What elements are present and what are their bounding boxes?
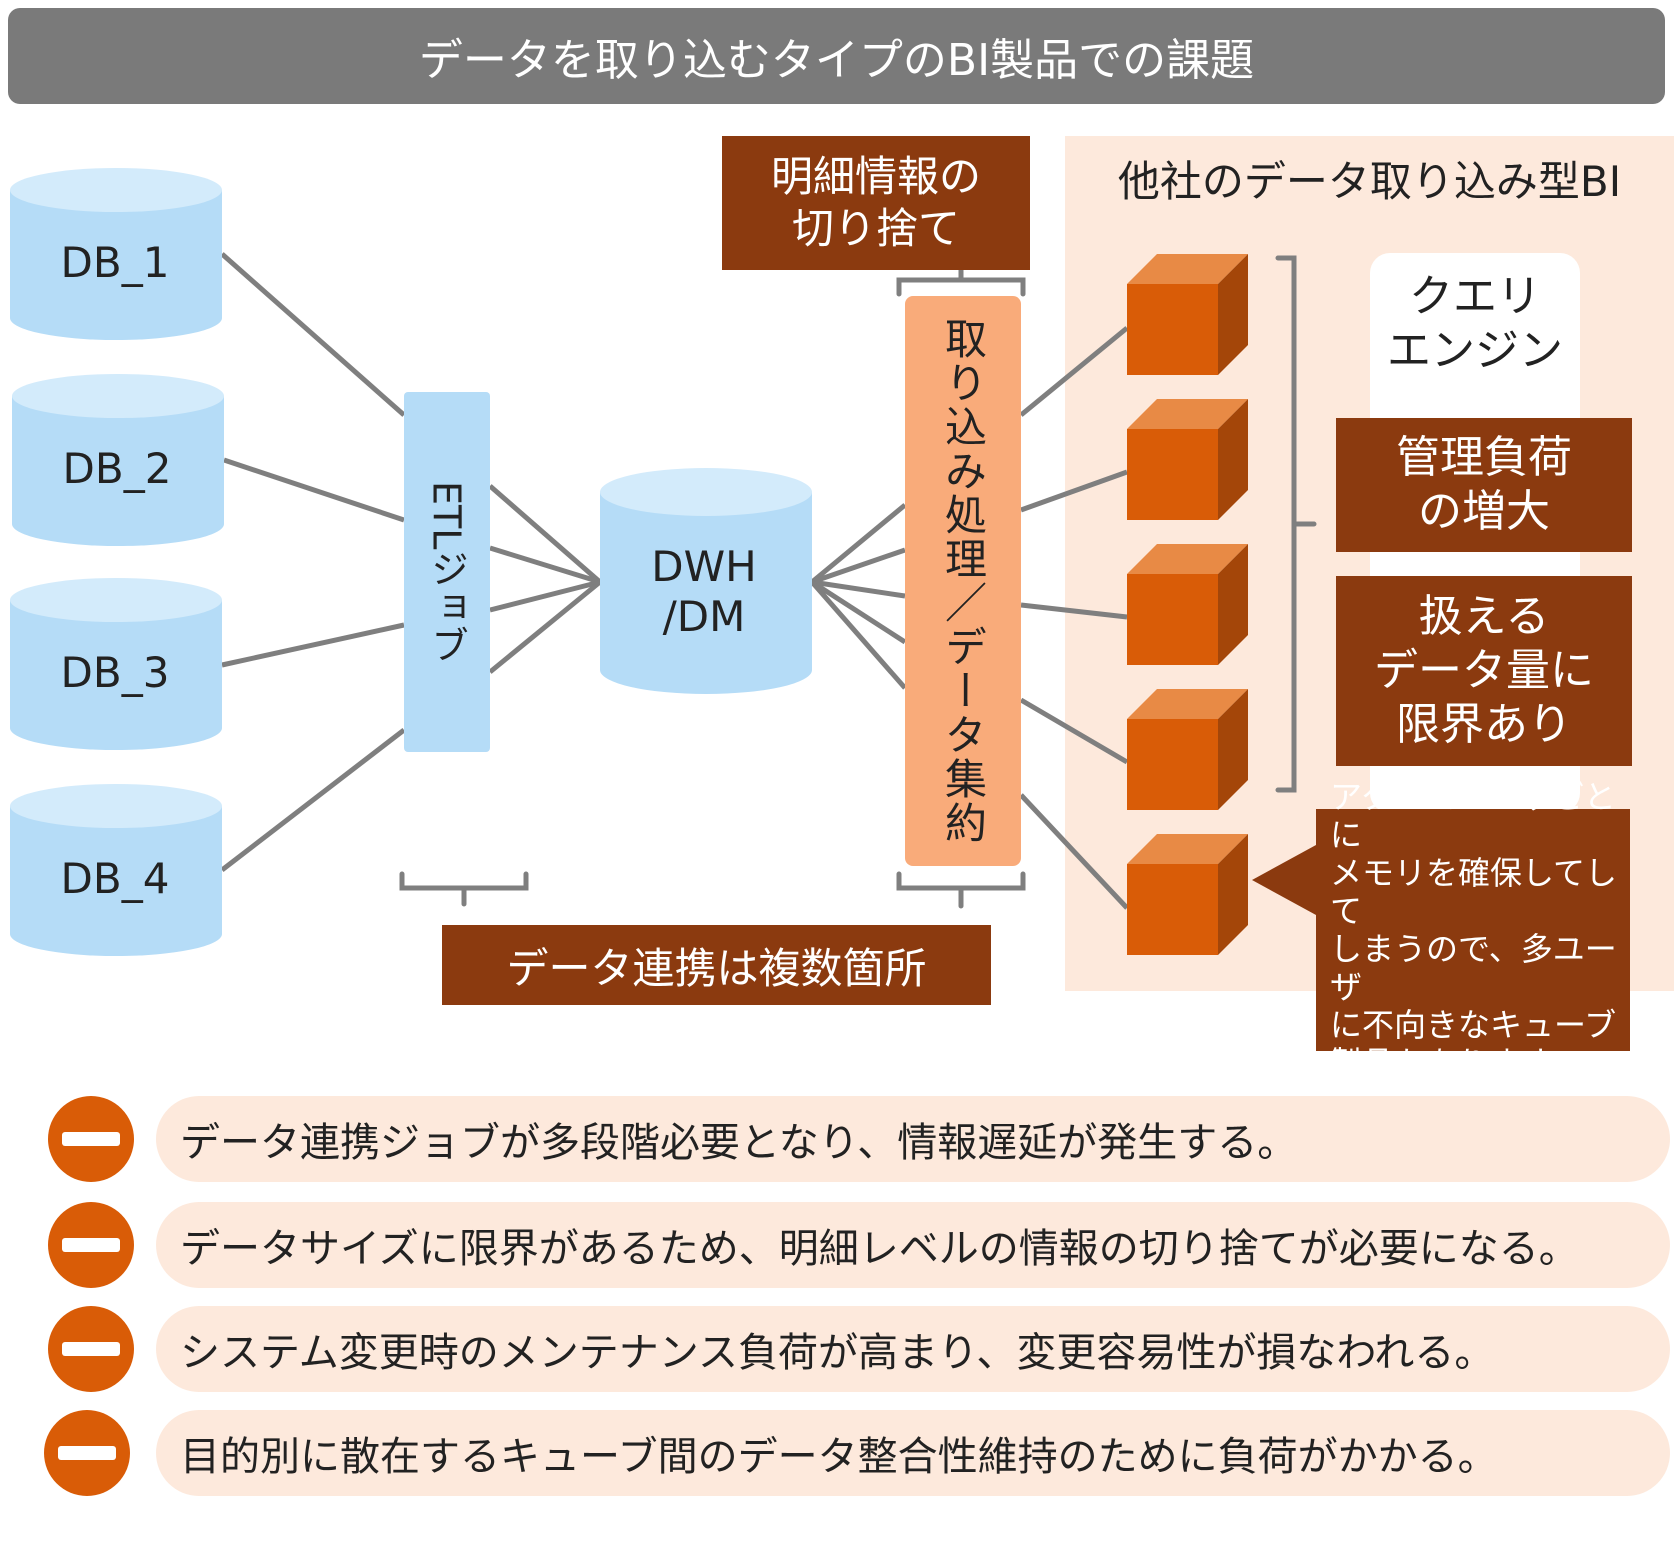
- ingest-process-label: 取り込み処理／データ集約: [938, 317, 988, 845]
- connector-db1: [220, 252, 406, 417]
- query-engine-line-2: エンジン: [1387, 325, 1563, 376]
- process-top-bracket: [896, 267, 1026, 297]
- db-cylinder-2: [12, 374, 224, 546]
- cube-2: [1127, 399, 1248, 520]
- issue-item-4: 目的別に散在するキューブ間のデータ整合性維持のために負荷がかかる。: [156, 1410, 1670, 1496]
- dwh-label: DWH /DM: [598, 542, 810, 642]
- process-cube-connectors: [1019, 326, 1129, 910]
- db-label-2: DB_2: [62, 444, 172, 493]
- etl-dwh-connectors: [488, 484, 602, 674]
- cube-5: [1127, 834, 1248, 955]
- detail-cut-line-2: 切り捨て: [791, 204, 960, 253]
- data-limit-line-1: 扱える: [1418, 591, 1550, 642]
- cube-1: [1127, 254, 1248, 375]
- connector-db3: [221, 622, 405, 668]
- query-engine-line-1: クエリ: [1409, 271, 1541, 322]
- dwh-cylinder: [600, 468, 812, 694]
- db-cylinder-1: [10, 168, 222, 340]
- cubes-bracket: [1275, 255, 1317, 793]
- ingest-process-bar: 取り込み処理／データ集約: [905, 296, 1021, 866]
- db-label-4: DB_4: [60, 854, 170, 903]
- connector-db2: [223, 457, 405, 523]
- query-engine-label: クエリ エンジン: [1370, 270, 1580, 378]
- memory-note-box: アクセスユーザごとに メモリを確保してして しまうので、多ユーザ に不向きなキュ…: [1316, 778, 1630, 1082]
- issue-item-2: データサイズに限界があるため、明細レベルの情報の切り捨てが必要になる。: [156, 1202, 1670, 1288]
- data-limit-line-2: データ量に: [1374, 645, 1594, 696]
- memory-note-pointer: [1252, 845, 1316, 915]
- db-cylinder-4: [10, 784, 222, 956]
- management-load-box: 管理負荷 の増大: [1336, 418, 1632, 552]
- management-load-line-2: の増大: [1418, 486, 1550, 537]
- db-connectors: [220, 252, 406, 872]
- dwh-label-line-2: /DM: [662, 592, 746, 641]
- detail-cut-line-1: 明細情報の: [770, 152, 981, 201]
- db-label-3: DB_3: [60, 648, 170, 697]
- data-link-box: データ連携は複数箇所: [442, 925, 991, 1005]
- minus-icon: [44, 1410, 130, 1496]
- dwh-label-line-1: DWH: [651, 542, 757, 591]
- dwh-process-connectors: [810, 503, 907, 690]
- connector-db4: [220, 728, 406, 872]
- cube-3: [1127, 544, 1248, 665]
- other-bi-title: 他社のデータ取り込み型BI: [1117, 157, 1622, 206]
- memory-note-line-5: 製品もあります。: [1330, 1044, 1583, 1082]
- db-cylinder-3: [10, 578, 222, 750]
- etl-bottom-bracket: [399, 871, 529, 907]
- cube-4: [1127, 689, 1248, 810]
- management-load-line-1: 管理負荷: [1396, 432, 1572, 483]
- db-cylinders: [10, 168, 812, 956]
- detail-cut-box: 明細情報の 切り捨て: [722, 136, 1030, 270]
- minus-icon: [48, 1202, 134, 1288]
- memory-note-line-2: メモリを確保してして: [1330, 854, 1618, 930]
- data-cubes: [1127, 254, 1248, 955]
- minus-icon: [48, 1306, 134, 1392]
- issue-item-1: データ連携ジョブが多段階必要となり、情報遅延が発生する。: [156, 1096, 1670, 1182]
- db-label-1: DB_1: [60, 238, 170, 287]
- brackets: [399, 255, 1317, 909]
- issue-item-3: システム変更時のメンテナンス負荷が高まり、変更容易性が損なわれる。: [156, 1306, 1670, 1392]
- data-limit-box: 扱える データ量に 限界あり: [1336, 576, 1632, 766]
- data-limit-line-3: 限界あり: [1396, 699, 1572, 750]
- etl-job-label: ETLジョブ: [424, 480, 469, 664]
- memory-note-line-4: に不向きなキューブ: [1330, 1006, 1617, 1044]
- process-bottom-bracket: [896, 871, 1026, 909]
- memory-note-line-3: しまうので、多ユーザ: [1330, 930, 1617, 1006]
- etl-job-bar: ETLジョブ: [404, 392, 490, 752]
- memory-note-line-1: アクセスユーザごとに: [1330, 778, 1616, 854]
- page-title: データを取り込むタイプのBI製品での課題: [8, 8, 1665, 104]
- minus-icon: [48, 1096, 134, 1182]
